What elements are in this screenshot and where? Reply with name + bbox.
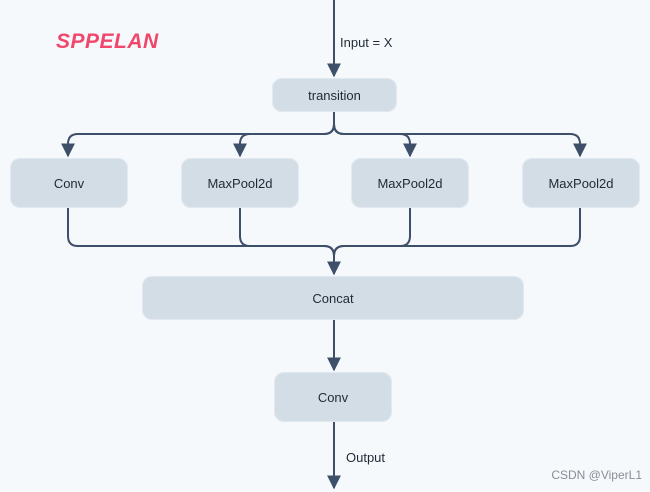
node-branch-conv: Conv <box>10 158 128 208</box>
input-label: Input = X <box>340 35 393 50</box>
edge-merge-mid-left <box>239 208 335 257</box>
edge-merge-left <box>67 208 335 257</box>
node-final-conv: Conv <box>274 372 392 422</box>
output-label: Output <box>346 450 386 465</box>
diagram-title: SPPELAN <box>56 30 159 53</box>
edge-split-left <box>61 123 335 158</box>
node-transition: transition <box>272 78 397 112</box>
node-maxpool-3: MaxPool2d <box>522 158 640 208</box>
edge-merge-mid-right <box>333 208 411 257</box>
edge-split-right <box>333 123 587 158</box>
node-maxpool-1: MaxPool2d <box>181 158 299 208</box>
edge-split-mid-right <box>333 123 417 158</box>
edge-split-mid-left <box>233 123 335 158</box>
watermark: CSDN @ViperL1 <box>551 468 642 482</box>
edge-merge-right <box>333 208 581 257</box>
node-maxpool-2: MaxPool2d <box>351 158 469 208</box>
node-concat: Concat <box>142 276 524 320</box>
